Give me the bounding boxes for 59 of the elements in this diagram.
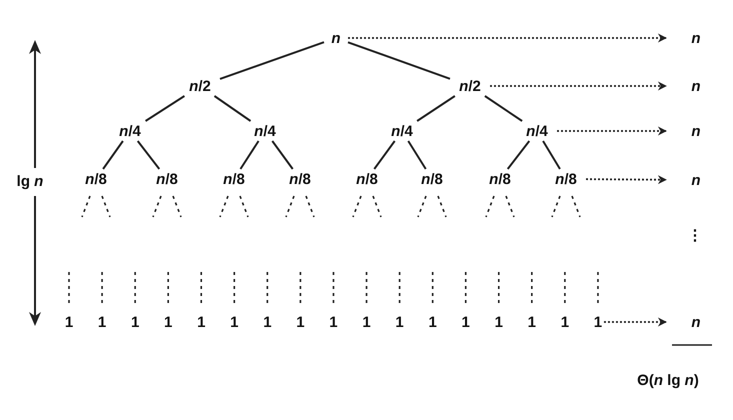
leaf-label: 1 [528,314,536,330]
leaf-label: 1 [164,314,172,330]
leaf-label: 1 [594,314,602,330]
node-label: n/8 [223,170,245,188]
leaf-label: 1 [462,314,470,330]
node-label: n/4 [119,122,141,140]
arrow [557,126,667,136]
arrow [586,175,667,184]
node-label: n/8 [85,170,107,188]
leaf-label: 1 [428,314,437,330]
tree-edge [136,140,160,170]
leaf-label: 1 [329,314,338,330]
node-label: n [691,78,701,94]
node-label: n/8 [289,170,311,188]
tree-edge [145,95,185,122]
node-label: n/4 [254,122,276,140]
arrow [604,318,667,326]
arrow [348,34,667,42]
height-label: lg n [16,172,44,192]
leaf-label: 1 [494,314,503,330]
leaf-label: 1 [560,314,570,330]
leaf-label: 1 [263,314,272,330]
tree-edge [102,140,124,170]
node-label: n/8 [421,170,443,188]
total-label: Θ(n lg n) [636,371,700,391]
node-label: n/8 [156,170,178,188]
tree-edge [240,140,260,170]
node-label: n/2 [189,78,211,94]
leaf-label: 1 [197,314,206,330]
node-label: n/8 [489,170,511,188]
node-label: n [691,172,701,188]
tree-edge [416,95,456,122]
tree-edge [373,140,396,170]
node-label: n [691,122,701,140]
tree-edge [407,140,427,170]
tree-edge [484,95,523,122]
leaf-label: 1 [230,314,238,330]
leaf-label: 1 [296,314,305,330]
arrow [490,82,667,90]
node-label: n/8 [555,170,577,188]
tree-edge [506,140,530,170]
node-label: n [691,314,701,330]
node-label: n/2 [459,78,481,94]
leaf-label: 1 [64,314,74,330]
node-label: n [691,30,701,46]
node-label: n [331,30,341,46]
node-label: n/8 [356,170,378,188]
ellipsis: ⋮ [686,226,704,246]
tree-edge [220,41,324,80]
tree-edge [214,95,252,122]
leaf-label: 1 [395,314,404,330]
leaf-label: 1 [130,314,140,330]
node-label: n/4 [526,122,548,140]
leaf-label: 1 [362,314,371,330]
tree-edge [271,140,294,170]
leaf-label: 1 [98,314,106,330]
tree-edge [348,41,450,80]
node-label: n/4 [391,122,413,140]
tree-edge [542,140,561,170]
